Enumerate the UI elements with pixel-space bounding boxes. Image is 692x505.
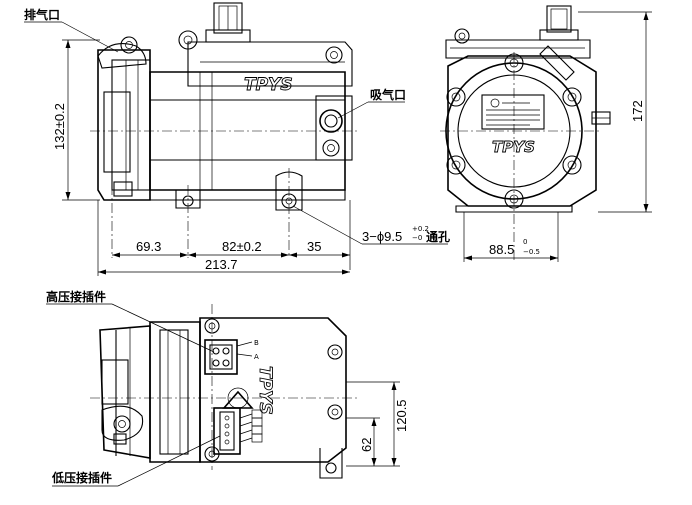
label-through-hole-suffix: 通孔 [426, 229, 450, 244]
dim-through-hole-tol-lower: −0 [412, 234, 422, 242]
label-pin-a: A [254, 353, 259, 361]
front-view: TPYS [440, 5, 611, 260]
side-view-callouts: 排气口 吸气口 [24, 7, 406, 119]
top-view-dimensions: 120.5 62 [346, 381, 409, 467]
side-view: TPYS [90, 2, 360, 258]
label-suction-port: 吸气口 [370, 87, 406, 102]
dim-height-132: 132±0.2 [52, 103, 67, 150]
label-low-voltage-connector: 低压接插件 [51, 470, 112, 485]
dim-front-width-tol-upper: 0 [523, 238, 527, 246]
dim-69-3: 69.3 [136, 239, 161, 254]
dim-front-width-tol-lower: −0.5 [523, 248, 540, 256]
dim-height-172: 172 [630, 100, 645, 122]
top-view-callouts: 高压接插件 低压接插件 [46, 289, 221, 487]
top-view: B A TPYS [90, 304, 360, 479]
dim-62: 62 [359, 438, 374, 452]
front-view-logo: TPYS [492, 138, 535, 156]
dim-through-hole: 3−ϕ9.5 [362, 229, 402, 244]
front-view-bolts [446, 53, 582, 209]
dim-total-213-7: 213.7 [205, 257, 238, 272]
front-view-dimensions: 172 88.5 0 −0.5 [463, 11, 652, 262]
dim-front-width: 88.5 [489, 242, 514, 257]
top-view-logo: TPYS [255, 366, 275, 415]
dim-82: 82±0.2 [222, 239, 262, 254]
label-pin-b: B [254, 339, 259, 347]
side-view-dimensions: 132±0.2 69.3 82±0.2 35 213.7 3−ϕ9.5 +0.2… [52, 39, 450, 276]
side-view-logo: TPYS [244, 75, 293, 95]
dim-120-5: 120.5 [394, 399, 409, 432]
dim-35: 35 [307, 239, 321, 254]
label-high-voltage-connector: 高压接插件 [46, 289, 106, 304]
label-exhaust-port: 排气口 [24, 7, 60, 22]
dim-through-hole-tol-upper: +0.2 [412, 225, 429, 233]
